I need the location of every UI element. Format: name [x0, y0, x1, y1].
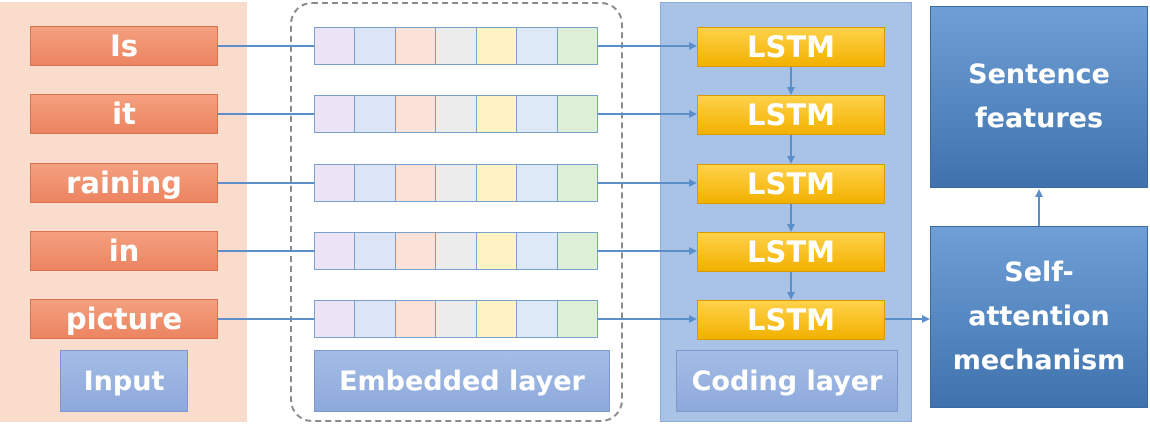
embedding-cell [395, 28, 437, 64]
embedding-cell [355, 233, 396, 269]
sentence-features-line1: Sentence [968, 59, 1110, 90]
embedding-cell [436, 165, 477, 201]
embedding-cell [517, 28, 558, 64]
self-attention-line2: attention [968, 301, 1110, 332]
lstm-cell: LSTM [697, 95, 885, 135]
embedding-cell [476, 233, 518, 269]
embedding-cell [436, 96, 477, 132]
embedding-vector [314, 300, 598, 338]
embedding-cell [517, 96, 558, 132]
input-word-raining: raining [30, 163, 218, 203]
lstm-cell: LSTM [697, 232, 885, 272]
embedding-cell [315, 28, 356, 64]
lstm-cell: LSTM [697, 27, 885, 67]
self-attention-line1: Self- [1004, 257, 1074, 288]
embedding-cell [436, 28, 477, 64]
embedding-cell [476, 165, 518, 201]
embedding-cell [557, 96, 597, 132]
embedding-cell [355, 165, 396, 201]
sentence-features-box: Sentence features [930, 6, 1148, 188]
lstm-cell: LSTM [697, 164, 885, 204]
embedding-cell [436, 233, 477, 269]
embedding-cell [395, 233, 437, 269]
embedding-cell [395, 301, 437, 337]
embedding-cell [355, 301, 396, 337]
embedded-layer-label: Embedded layer [314, 350, 610, 412]
input-word-it: it [30, 94, 218, 134]
embedding-cell [557, 233, 597, 269]
embedding-cell [436, 301, 477, 337]
embedding-cell [315, 301, 356, 337]
embedding-cell [557, 28, 597, 64]
embedding-vector [314, 232, 598, 270]
embedding-cell [517, 301, 558, 337]
sentence-features-line2: features [974, 103, 1104, 134]
embedding-cell [395, 96, 437, 132]
embedding-vector [314, 164, 598, 202]
coding-layer-label: Coding layer [676, 350, 898, 412]
embedding-vector [314, 27, 598, 65]
embedding-cell [557, 301, 597, 337]
embedded-layer-panel [290, 2, 623, 422]
input-word-is: Is [30, 26, 218, 66]
embedding-cell [355, 96, 396, 132]
embedding-cell [476, 28, 518, 64]
self-attention-box: Self- attention mechanism [930, 226, 1148, 408]
self-attention-line3: mechanism [952, 345, 1126, 376]
embedding-cell [517, 233, 558, 269]
input-label: Input [60, 350, 188, 412]
embedding-vector [314, 95, 598, 133]
input-word-in: in [30, 231, 218, 271]
embedding-cell [476, 96, 518, 132]
input-word-picture: picture [30, 299, 218, 339]
embedding-cell [315, 233, 356, 269]
embedding-cell [355, 28, 396, 64]
embedding-cell [315, 165, 356, 201]
embedding-cell [517, 165, 558, 201]
embedding-cell [557, 165, 597, 201]
embedding-cell [395, 165, 437, 201]
lstm-cell: LSTM [697, 300, 885, 340]
embedding-cell [476, 301, 518, 337]
embedding-cell [315, 96, 356, 132]
